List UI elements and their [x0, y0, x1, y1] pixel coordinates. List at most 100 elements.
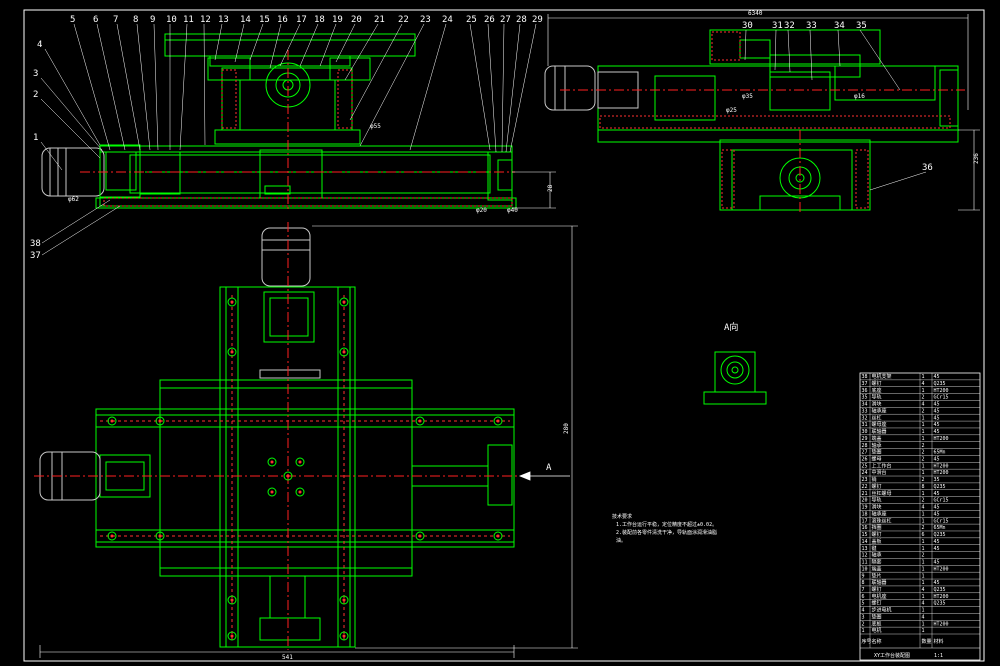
bom-cell: HT200	[934, 470, 949, 476]
bolt-center	[496, 419, 500, 423]
bom-cell: 销	[872, 476, 877, 483]
side-dim-4: φ40	[507, 207, 518, 214]
bom-header-cell: 名称	[872, 638, 882, 645]
bom-cell: 1	[922, 608, 925, 614]
bom-cell: 1	[922, 621, 925, 627]
bom-cell: 12	[862, 553, 868, 559]
plan-height-dim: 280	[563, 423, 570, 434]
bolt-center	[342, 634, 346, 638]
bom-cell: 13	[862, 546, 868, 552]
bom-cell: 1	[862, 628, 865, 634]
bom-cell: 19	[862, 505, 868, 511]
bom-cell: 1	[922, 573, 925, 579]
bom-cell: 22	[862, 484, 868, 490]
side-hatch	[103, 69, 513, 207]
bolt-hole	[415, 416, 425, 426]
bom-cell: 1	[922, 422, 925, 428]
side-dim-1: φ62	[68, 196, 79, 203]
bolt-hole	[339, 631, 349, 641]
bom-header-cell: 数量	[922, 638, 932, 645]
bolt-center	[110, 419, 114, 423]
bom-cell: Q235	[934, 484, 946, 490]
bom-cell: 1	[922, 566, 925, 572]
bom-cell: 滑块	[872, 401, 882, 408]
bom-cell: 45	[934, 422, 940, 428]
bom-cell: 45	[934, 580, 940, 586]
side-part-label: 9	[150, 15, 155, 25]
bom-cell: 65Mn	[934, 525, 946, 531]
side-part-label: 24	[442, 15, 453, 25]
bom-cell: 端盖	[872, 565, 882, 572]
end-top-table	[709, 29, 881, 65]
end-view	[597, 29, 959, 211]
bolt-center	[158, 534, 162, 538]
end-hatch	[599, 31, 951, 209]
end-part-label: 31	[772, 21, 783, 31]
bom-cell: Q235	[934, 587, 946, 593]
bom-cell: 1	[922, 560, 925, 566]
bom-cell: HT200	[934, 594, 949, 600]
bolt-center	[270, 490, 274, 494]
end-part-label: 34	[834, 21, 845, 31]
bom-cell: 45	[934, 415, 940, 421]
bolt-hole	[267, 457, 277, 467]
bom-cell: 4	[922, 402, 925, 408]
bom-cell: 25	[862, 463, 868, 469]
bom-cell: HT200	[934, 621, 949, 627]
bom-cell: 27	[862, 450, 868, 456]
plan-width-dim: 541	[282, 654, 293, 661]
bom-cell: 45	[934, 374, 940, 380]
bom-cell: 2	[922, 456, 925, 462]
bom-cell: 1	[922, 429, 925, 435]
bolt-hole	[227, 595, 237, 605]
a-view	[703, 351, 767, 405]
plan-vertical-rails	[219, 286, 356, 648]
bom-cell: 37	[862, 381, 868, 387]
bolt-center	[158, 419, 162, 423]
bom-cell: 螺钉	[872, 380, 882, 387]
bom-cell: GCr15	[934, 395, 949, 401]
bom-cell: 垫圈	[872, 449, 882, 456]
bom-cell: 45	[934, 456, 940, 462]
bom-cell: 45	[934, 511, 940, 517]
bolt-hole	[155, 531, 165, 541]
bom-cell: 1	[922, 415, 925, 421]
tech-notes-line-2: 2.装配前各零件清洗干净，导轨面涂润滑油脂	[616, 529, 717, 536]
plan-motors	[39, 227, 321, 501]
side-part-label: 19	[332, 15, 343, 25]
bom-cell: HT200	[934, 388, 949, 394]
bom-cell: 1	[922, 374, 925, 380]
bolt-hole	[493, 531, 503, 541]
side-part-label: 3	[33, 69, 38, 79]
bom-cell: 8	[922, 484, 925, 490]
bom-cell: 11	[862, 560, 868, 566]
bolt-hole	[107, 531, 117, 541]
bom-cell: 轴承座	[872, 407, 887, 414]
side-column	[221, 67, 353, 131]
bom-cell: 1	[922, 628, 925, 634]
bom-cell: 24	[862, 470, 868, 476]
end-part-label: 35	[856, 21, 867, 31]
end-overall-dim: 6340	[748, 10, 763, 17]
bom-cell: 4	[922, 601, 925, 607]
side-lower-label: 38	[30, 239, 41, 249]
bom-cell: 36	[862, 388, 868, 394]
bolt-center	[298, 490, 302, 494]
bom-cell: 垫圈	[872, 613, 882, 620]
bom-cell: 2	[922, 408, 925, 414]
bom-title: XY工作台装配图	[874, 652, 910, 659]
tech-notes-line-1: 1.工作台运行平稳，定位精度不超过±0.02。	[616, 521, 717, 528]
side-part-label: 21	[374, 15, 385, 25]
bom-cell: 23	[862, 477, 868, 483]
bom-cell: 螺钉	[872, 600, 882, 607]
bom-cell: 9	[862, 573, 865, 579]
side-part-label: 23	[420, 15, 431, 25]
bom-cell: 2	[922, 477, 925, 483]
bolt-hole	[267, 487, 277, 497]
bom-cell: 6	[922, 532, 925, 538]
side-part-label: 4	[37, 40, 42, 50]
bom-cell: 轴承座	[872, 510, 887, 517]
side-part-label: 27	[500, 15, 511, 25]
bom-cell: 26	[862, 456, 868, 462]
